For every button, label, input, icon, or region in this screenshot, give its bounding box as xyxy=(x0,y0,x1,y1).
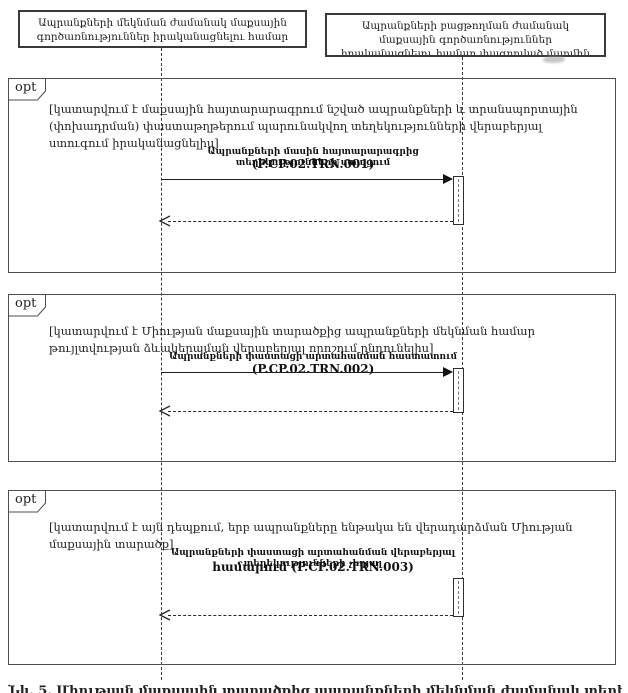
solid-arrowhead-icon xyxy=(443,174,453,184)
open-arrowhead-icon xyxy=(159,405,171,417)
opt-operator-label: opt xyxy=(15,296,37,311)
activation-bar-2 xyxy=(453,368,464,413)
open-arrowhead-icon xyxy=(159,215,171,227)
actor-box-release-authority: Ապրանքների բացթողման ժամանակ մաքսային գո… xyxy=(325,13,606,57)
message-3-code: համարում (P.CP.02.TRN.003) xyxy=(212,560,414,574)
activation-bar-1 xyxy=(453,176,464,225)
opt-operator-label: opt xyxy=(15,492,37,507)
lifeline-left xyxy=(161,48,162,680)
opt-tab-shape-icon xyxy=(8,78,46,101)
opt-operator-tab: opt xyxy=(8,78,48,101)
message-3-return-line xyxy=(168,615,453,616)
actor-label: Ապրանքների բացթողման ժամանակ մաքսային գո… xyxy=(340,20,591,57)
message-3-label: Ապրանքների փաստացի արտահանման վերաբերյալ… xyxy=(170,548,456,569)
guard-condition: [կատարվում է մաքսային հայտարարագրում նշվ… xyxy=(49,102,578,150)
solid-arrowhead-icon xyxy=(443,367,453,377)
actor-box-departure-authority: Ապրանքների մեկնման ժամանակ մաքսային գործ… xyxy=(18,10,307,48)
opt-fragment-3: opt [կատարվում է այն դեպքում, երբ ապրանք… xyxy=(8,490,616,665)
opt-operator-label: opt xyxy=(15,80,37,95)
open-arrowhead-icon xyxy=(159,609,171,621)
message-2-return-line xyxy=(168,411,453,412)
scan-artifact xyxy=(543,56,565,63)
opt-fragment-2: opt [կատարվում է Միության մաքսային տարած… xyxy=(8,294,616,462)
guard-condition: [կատարվում է այն դեպքում, երբ ապրանքները… xyxy=(49,520,573,551)
opt-tab-shape-icon xyxy=(8,490,46,513)
opt-operator-tab: opt xyxy=(8,294,48,317)
activation-bar-3 xyxy=(453,578,464,617)
actor-label: Ապրանքների մեկնման ժամանակ մաքսային գործ… xyxy=(36,17,289,46)
message-2-code: (P.CP.02.TRN.002) xyxy=(251,362,375,376)
opt-tab-shape-icon xyxy=(8,294,46,317)
message-1-code: (P.CP.02.TRN.001) xyxy=(251,157,375,171)
message-2-call-line xyxy=(161,372,443,373)
guard-condition: [կատարվում է Միության մաքսային տարածքից … xyxy=(49,324,535,355)
message-2-label: Ապրանքների փաստացի արտահանման հաստատում xyxy=(168,352,458,362)
message-1-label: Ապրանքների մասին հայտարարագրից տեղեկությ… xyxy=(207,147,419,168)
opt-operator-tab: opt xyxy=(8,490,48,513)
message-1-call-line xyxy=(161,179,443,180)
message-1-return-line xyxy=(168,221,453,222)
opt-fragment-1: opt [կատարվում է մաքսային հայտարարագրում… xyxy=(8,78,616,273)
figure-caption: Նկ. 5. Միության մաքսային տարածքից ապրանք… xyxy=(8,684,622,693)
